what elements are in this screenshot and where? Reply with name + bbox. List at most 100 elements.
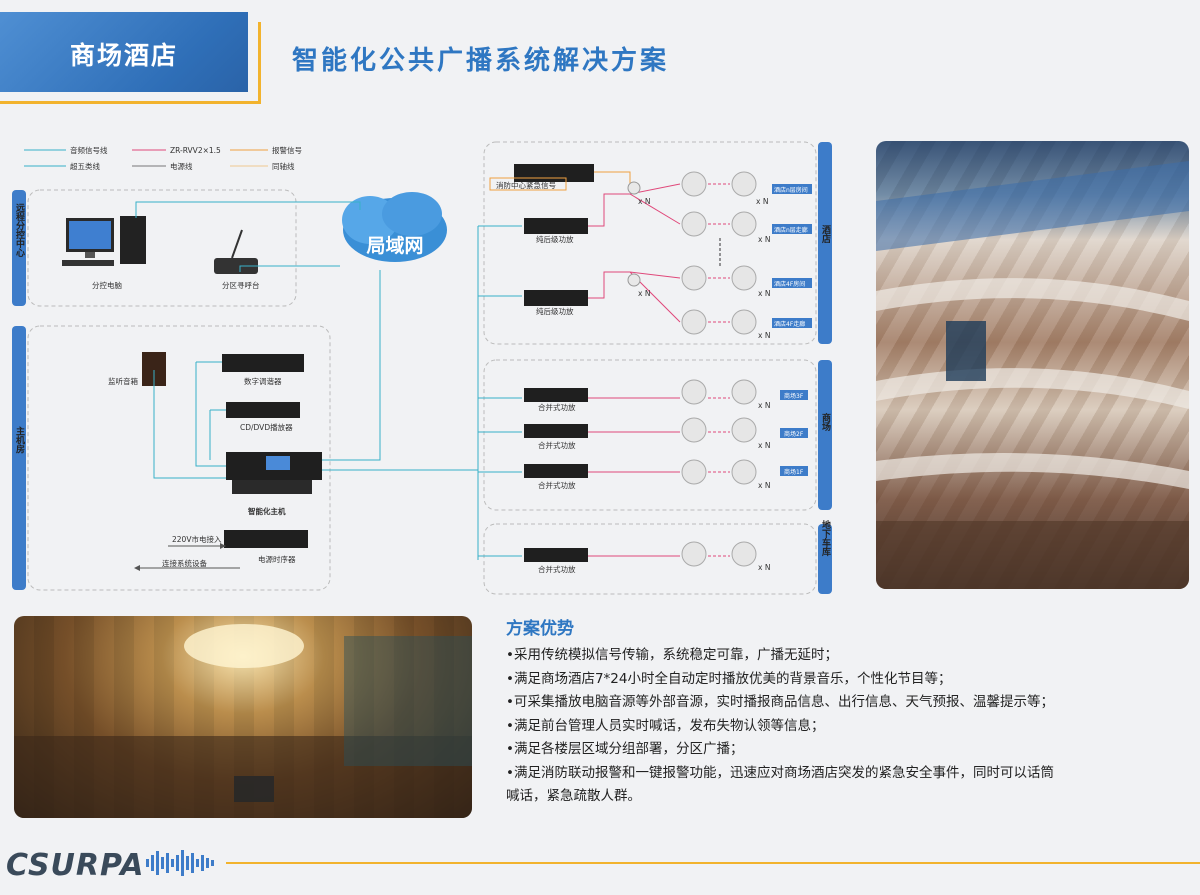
fire-signal-device: 消防中心紧急信号	[496, 164, 594, 190]
mall-xn-2: x N	[758, 441, 770, 450]
advantage-item: 喊话，紧急疏散人群。	[506, 788, 641, 804]
garage-amp-label: 合并式功放	[538, 564, 576, 574]
mall-xn-1: x N	[758, 401, 770, 410]
volume-ctrl-1	[627, 181, 641, 195]
zone-bar-remote	[12, 190, 26, 306]
power-seq-device: 电源时序器	[224, 530, 308, 564]
hotel-zone-box	[483, 141, 817, 345]
garage-zone-box	[483, 523, 817, 595]
tag-mall-3f	[780, 390, 808, 400]
hotel-xn-5: x N	[758, 289, 770, 298]
mall-speakers	[681, 379, 757, 485]
zone-label-mall: 商场	[820, 412, 831, 432]
zone-label-hotel: 酒店	[820, 224, 831, 244]
mall-amp3: 合并式功放	[524, 464, 588, 490]
mall-amp1-label: 合并式功放	[538, 402, 576, 412]
sound-wave-icon	[146, 850, 214, 876]
cd-device: CD/DVD播放器	[226, 402, 300, 432]
advantage-item: •满足各楼层区域分组部署，分区广播；	[506, 741, 744, 757]
advantage-item: •满足商场酒店7*24小时全自动定时播放优美的背景音乐，个性化节目等；	[506, 670, 952, 687]
legend-audio: 音频信号线	[70, 145, 108, 155]
cd-label: CD/DVD播放器	[240, 422, 293, 432]
zone-bar-host	[12, 326, 26, 590]
tag-hotel-n-room-label: 酒店n层房间	[774, 186, 808, 194]
mains-label: 220V市电接入	[172, 534, 222, 544]
mall-amp1: 合并式功放	[524, 388, 588, 412]
lan-label: 局域网	[366, 234, 423, 257]
zone-bar-hotel	[818, 142, 832, 344]
category-label: 商场酒店	[69, 41, 178, 70]
zone-label-host: 主机房	[14, 425, 25, 454]
zone-label-garage: 地下车库	[820, 519, 831, 557]
fire-alarm-frame	[489, 177, 567, 191]
legend-coax: 同轴线	[272, 161, 295, 171]
host-device: 智能化主机	[226, 452, 322, 516]
amp1-label: 纯后级功放	[536, 234, 574, 244]
advantage-item: •满足消防联动报警和一键报警功能，迅速应对商场酒店突发的紧急安全事件，同时可以话…	[506, 764, 1054, 781]
legend-power: 电源线	[170, 161, 193, 171]
hotel-xn-6: x N	[758, 331, 770, 340]
brand-logo: CSURPA	[6, 848, 145, 883]
zone-label-remote: 远程分控中心	[14, 203, 25, 258]
remote-zone-box	[27, 189, 297, 307]
tag-mall-1f-label: 商场1F	[784, 468, 804, 476]
category-banner: 商场酒店	[0, 12, 248, 92]
hotel-xn-4: x N	[758, 235, 770, 244]
system-diagram: 音频信号线 ZR-RVV2×1.5 报警信号 超五类线 电源线 同轴线 远程分控…	[12, 141, 832, 595]
fire-label: 消防中心紧急信号	[496, 180, 556, 190]
tuner-label: 数字调谐器	[244, 376, 282, 386]
zone-bar-garage	[818, 524, 832, 594]
hotel-amp1: 纯后级功放	[524, 218, 588, 244]
footer-divider	[226, 862, 1200, 864]
to-system-label: 连接系统设备	[162, 558, 207, 568]
monitor-label: 监听音箱	[108, 376, 138, 386]
tag-mall-3f-label: 商场3F	[784, 392, 804, 400]
advantages-list: •采用传统模拟信号传输，系统稳定可靠，广播无延时； •满足商场酒店7*24小时全…	[506, 644, 1176, 809]
hotel-lobby-photo	[14, 616, 472, 818]
tag-mall-1f	[780, 466, 808, 476]
advantage-item: •采用传统模拟信号传输，系统稳定可靠，广播无延时；	[506, 647, 838, 663]
mall-amp2-label: 合并式功放	[538, 440, 576, 450]
legend-rvv: ZR-RVV2×1.5	[170, 146, 221, 155]
host-label: 智能化主机	[248, 506, 286, 516]
advantage-item: •满足前台管理人员实时喊话，发布失物认领等信息；	[506, 717, 825, 734]
pc-device: 分控电脑	[62, 216, 146, 290]
tuner-device: 数字调谐器	[222, 354, 304, 386]
header-accent-horizontal	[0, 101, 261, 104]
lan-cloud: 局域网	[342, 192, 447, 262]
legend-cat5: 超五类线	[70, 161, 100, 171]
hotel-amp2: 纯后级功放	[524, 290, 588, 316]
hotel-speakers	[681, 171, 757, 335]
advantages-title: 方案优势	[506, 619, 574, 639]
tag-mall-2f-label: 商场2F	[784, 430, 804, 438]
garage-speakers	[681, 541, 757, 567]
hotel-xn-3: x N	[756, 197, 768, 206]
advantage-item: •可采集播放电脑音源等外部音源，实时播报商品信息、出行信息、天气预报、温馨提示等…	[506, 694, 1054, 710]
paging-mic-device: 分区寻呼台	[214, 229, 260, 290]
host-zone-box	[27, 325, 331, 591]
mall-amp2: 合并式功放	[524, 424, 588, 450]
tag-hotel-4f-room-label: 酒店4F房间	[774, 280, 805, 288]
tag-mall-2f	[780, 428, 808, 438]
mall-zone-box	[483, 359, 817, 511]
power-seq-label: 电源时序器	[258, 554, 296, 564]
garage-xn: x N	[758, 563, 770, 572]
tag-hotel-4f-corridor	[772, 318, 812, 328]
hotel-xn-2: x N	[638, 289, 650, 298]
mall-amp3-label: 合并式功放	[538, 480, 576, 490]
mall-atrium-photo	[876, 141, 1189, 589]
hotel-xn-1: x N	[638, 197, 650, 206]
tag-hotel-n-corridor-label: 酒店n层走廊	[774, 226, 808, 234]
volume-ctrl-2	[627, 273, 641, 287]
legend: 音频信号线 ZR-RVV2×1.5 报警信号 超五类线 电源线 同轴线	[24, 145, 302, 171]
mall-xn-3: x N	[758, 481, 770, 490]
paging-label: 分区寻呼台	[222, 280, 260, 290]
legend-alarm: 报警信号	[272, 145, 302, 155]
amp2-label: 纯后级功放	[536, 306, 574, 316]
pc-label: 分控电脑	[92, 280, 122, 290]
tag-hotel-n-room	[772, 184, 812, 194]
tag-hotel-n-corridor	[772, 224, 812, 234]
garage-amp: 合并式功放	[524, 548, 588, 574]
tag-hotel-4f-room	[772, 278, 812, 288]
page-title: 智能化公共广播系统解决方案	[292, 46, 670, 76]
